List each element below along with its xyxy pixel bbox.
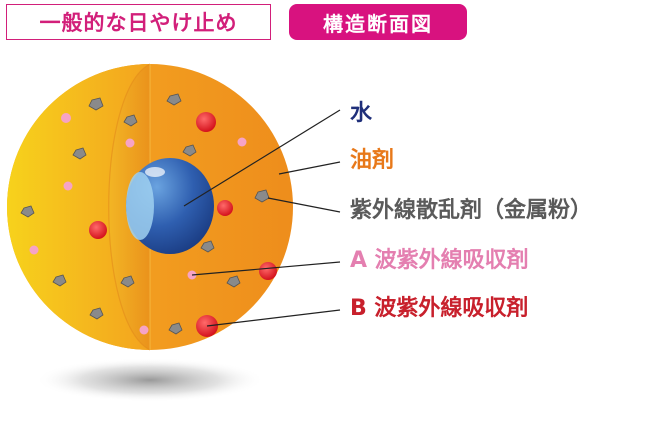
b-absorber-particle: [217, 200, 233, 216]
label-water: 水: [350, 101, 373, 126]
b-absorber-particle: [89, 221, 107, 239]
metal-particle: [120, 275, 135, 288]
water-droplet: [126, 158, 214, 254]
leader-line-absorber-a: [191, 261, 341, 276]
b-absorber-particle: [196, 112, 216, 132]
a-absorber-particle: [237, 137, 247, 147]
cut-edge: [108, 63, 151, 351]
metal-particle: [20, 205, 35, 218]
metal-powder-particles: [20, 93, 270, 335]
label-scatter-agent: 紫外線散乱剤（金属粉）: [350, 198, 593, 223]
metal-particle: [182, 144, 197, 157]
a-absorber-particle: [29, 245, 39, 255]
metal-particle: [89, 307, 104, 320]
leader-line-water: [183, 109, 341, 207]
metal-particle: [52, 274, 67, 287]
label-absorber-a: A 波紫外線吸収剤: [350, 248, 529, 273]
label-oil: 油剤: [350, 148, 395, 173]
leader-line-scatter: [267, 197, 341, 213]
b-absorber-particle: [259, 262, 277, 280]
a-absorber-particle: [125, 138, 135, 148]
section-tag-label: 構造断面図: [323, 11, 433, 36]
label-absorber-b: B 波紫外線吸収剤: [350, 296, 529, 321]
metal-particle: [168, 322, 183, 335]
a-absorber-particle: [61, 113, 71, 123]
metal-particle: [254, 189, 270, 203]
a-absorber-particle: [63, 181, 73, 191]
sphere-shadow: [35, 358, 265, 402]
metal-particle: [166, 93, 182, 106]
page-title: 一般的な日やけ止め: [39, 11, 238, 35]
metal-particle: [226, 275, 241, 288]
leader-line-oil: [278, 161, 341, 175]
a-absorber-particle: [139, 325, 149, 335]
metal-particle: [88, 97, 104, 111]
a-absorber-particles: [29, 113, 247, 335]
leader-lines: [183, 109, 341, 327]
section-tag: 構造断面図: [289, 4, 467, 40]
metal-particle: [200, 240, 215, 253]
metal-particle: [123, 114, 138, 127]
b-absorber-particles: [89, 112, 277, 337]
title-box: 一般的な日やけ止め: [6, 4, 271, 40]
metal-particle: [72, 147, 87, 160]
leader-line-absorber-b: [206, 309, 341, 327]
